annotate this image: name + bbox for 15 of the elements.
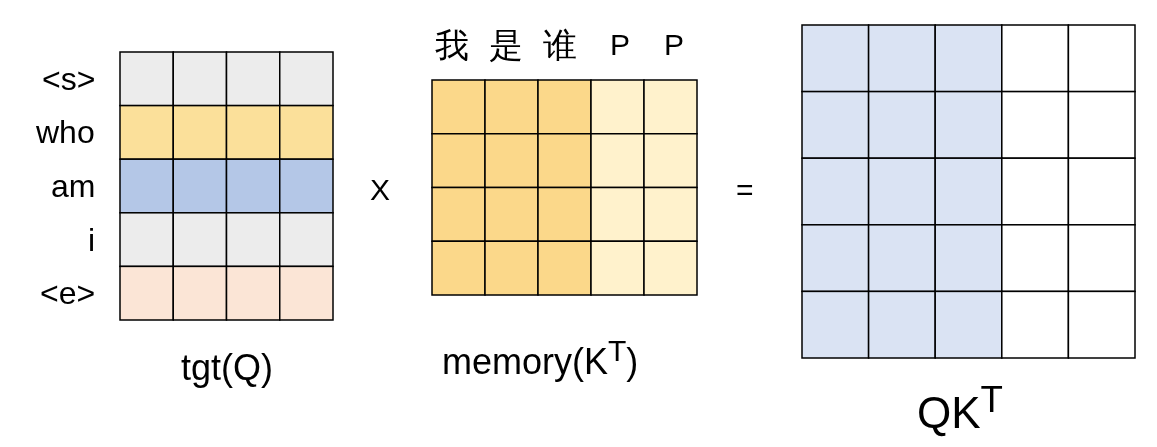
row-label: am bbox=[51, 170, 96, 202]
column-label: 是 bbox=[489, 28, 523, 62]
operator-symbol: = bbox=[736, 175, 754, 205]
matrix-caption: tgt(Q) bbox=[181, 350, 273, 386]
column-label: P bbox=[610, 30, 630, 60]
row-label: <e> bbox=[40, 277, 96, 309]
operator-symbol: X bbox=[370, 175, 390, 205]
column-label: 我 bbox=[435, 28, 469, 62]
column-label: P bbox=[664, 30, 684, 60]
matrix-caption: QK$^{T}$ bbox=[917, 381, 1003, 435]
matrix-caption: memory(K$^{T}$) bbox=[442, 336, 639, 380]
column-label: 谁 bbox=[543, 28, 577, 62]
row-label: who bbox=[36, 116, 95, 148]
row-label: i bbox=[88, 224, 96, 256]
row-label: <s> bbox=[42, 63, 96, 95]
